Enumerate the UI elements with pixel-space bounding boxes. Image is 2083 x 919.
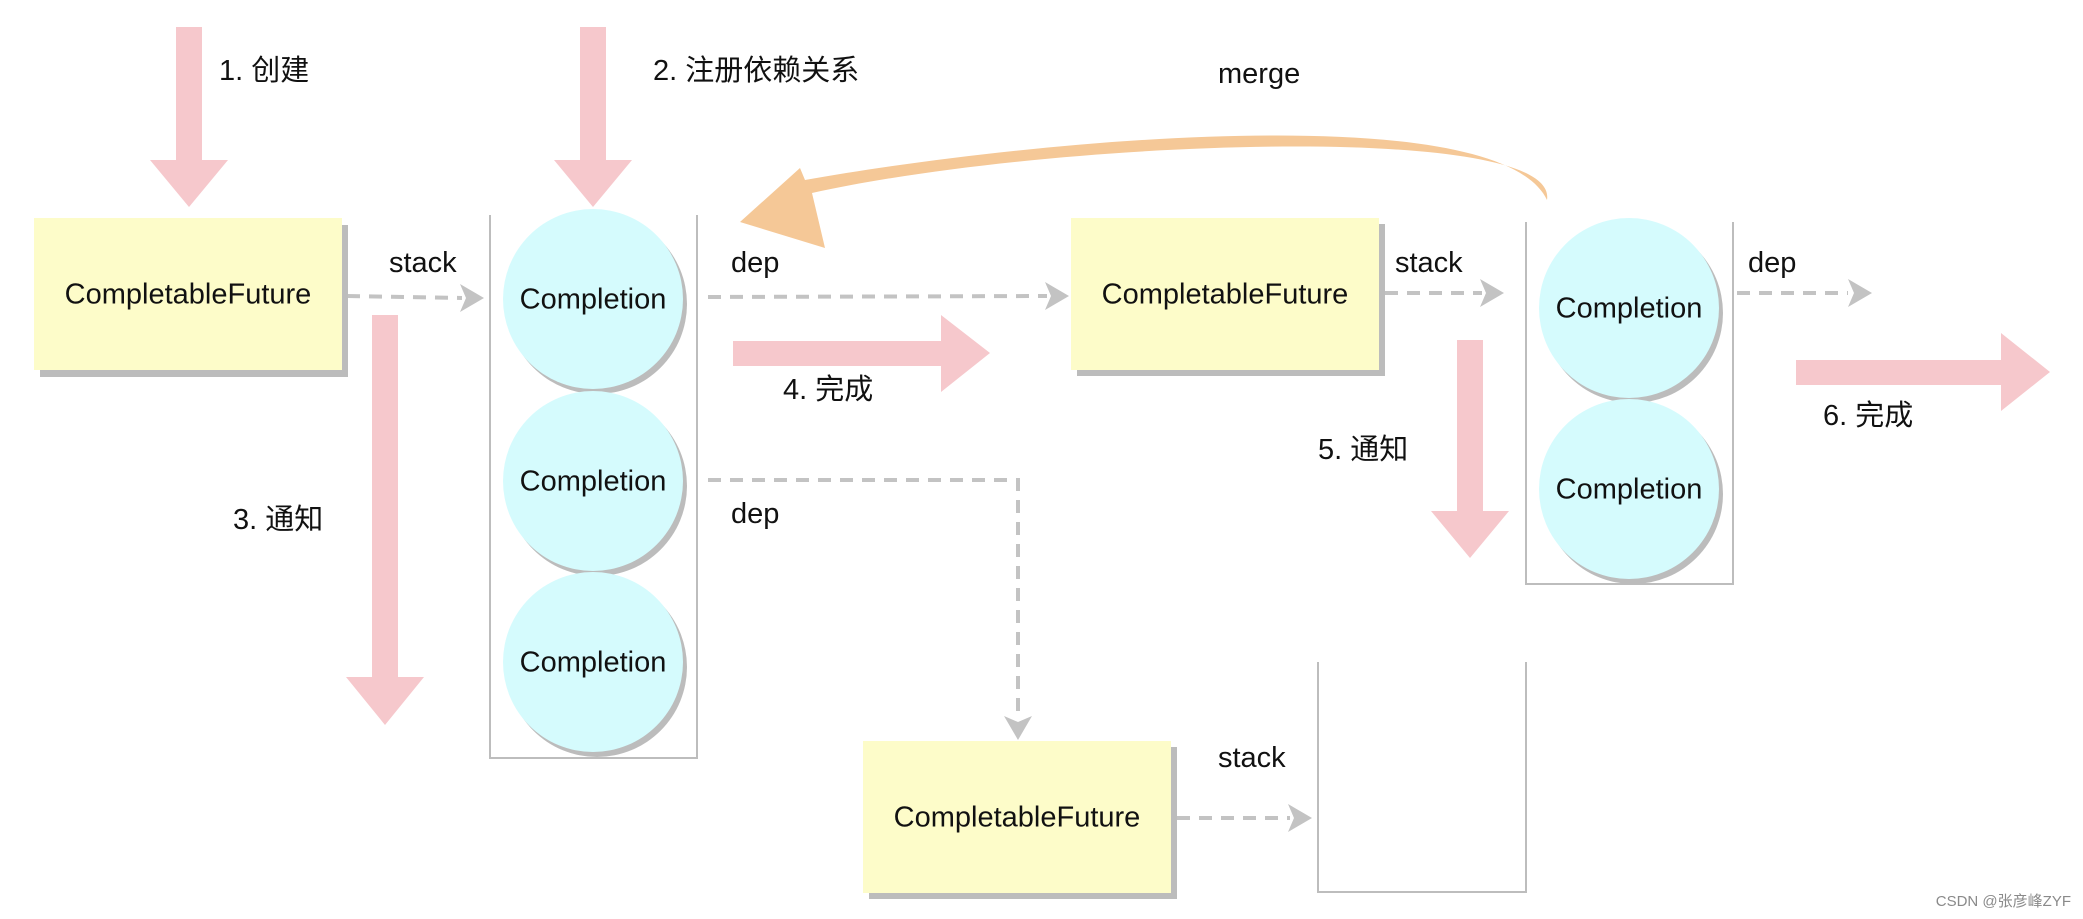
notify-arrow-3 <box>346 315 424 725</box>
stack-container-2 <box>1525 222 1734 585</box>
stack-label-2: stack <box>1395 247 1463 279</box>
dep-label-1: dep <box>731 247 779 279</box>
completion-node-1: Completion <box>503 209 687 394</box>
completable-future-box-1: CompletableFuture <box>34 218 348 377</box>
step-1-label: 1. 创建 <box>219 54 309 87</box>
completion-node-5: Completion <box>1539 399 1723 584</box>
notify-arrow-5 <box>1431 340 1509 558</box>
register-arrow <box>554 27 632 207</box>
completion-node-4: Completion <box>1539 218 1723 403</box>
merge-arrow <box>740 135 1548 248</box>
future-label: CompletableFuture <box>894 802 1141 834</box>
dep-label-2: dep <box>1748 247 1796 279</box>
complete-arrow-4 <box>733 315 990 392</box>
stack-label-1: stack <box>389 247 457 279</box>
stack-container-1 <box>489 215 698 759</box>
completion-label: Completion <box>520 284 667 316</box>
completable-future-box-3: CompletableFuture <box>863 741 1177 899</box>
dashed-arrowheads <box>460 279 1872 832</box>
completable-future-box-2: CompletableFuture <box>1071 218 1385 376</box>
dashed-connectors <box>346 291 1848 820</box>
completion-label: Completion <box>520 466 667 498</box>
step-5-label: 5. 通知 <box>1318 433 1408 466</box>
step-2-label: 2. 注册依赖关系 <box>653 54 859 87</box>
completion-label: Completion <box>1556 474 1703 506</box>
step-3-label: 3. 通知 <box>233 503 323 536</box>
stack-label-3: stack <box>1218 742 1286 774</box>
completion-label: Completion <box>520 647 667 679</box>
watermark: CSDN @张彦峰ZYF <box>1935 893 2071 910</box>
completion-node-2: Completion <box>503 391 687 576</box>
stack-containers <box>489 215 1734 893</box>
completion-label: Completion <box>1556 293 1703 325</box>
step-6-label: 6. 完成 <box>1823 399 1913 432</box>
create-arrow <box>150 27 228 207</box>
completion-node-3: Completion <box>503 572 687 757</box>
future-label: CompletableFuture <box>65 279 312 311</box>
step-4-label: 4. 完成 <box>783 373 873 406</box>
dep-label-3: dep <box>731 498 779 530</box>
stack-container-3 <box>1317 662 1527 893</box>
future-label: CompletableFuture <box>1102 279 1349 311</box>
merge-label: merge <box>1218 58 1300 90</box>
complete-arrow-6 <box>1796 333 2050 411</box>
